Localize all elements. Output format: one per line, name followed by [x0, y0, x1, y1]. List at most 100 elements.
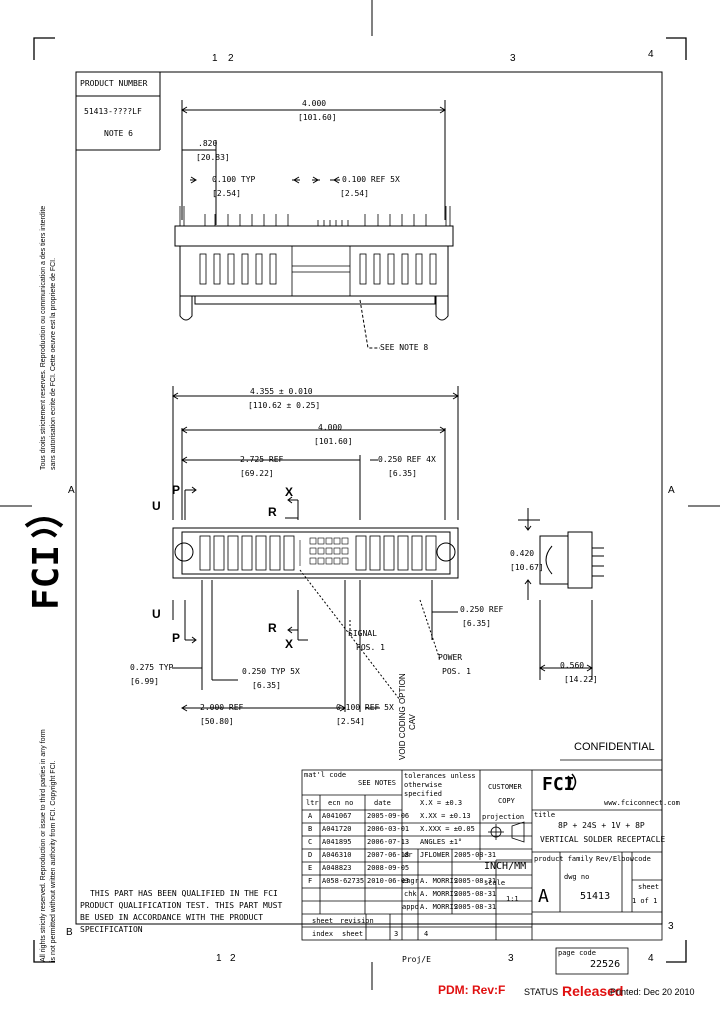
- page-code-label: page code: [558, 949, 596, 957]
- zone-side-left-b: B: [66, 927, 73, 938]
- mat-code-label: mat'l code: [304, 771, 347, 779]
- rev-col-ltr: ltr: [306, 799, 319, 807]
- rev-row-f-ecn: A058-62735: [322, 877, 365, 885]
- dim-ref-mm: [2.54]: [340, 189, 369, 198]
- dim-a: 4.355 ± 0.010: [250, 387, 313, 396]
- title-line-1: 8P + 24S + 1V + 8P: [558, 821, 645, 830]
- rev-row-d-ecn: A046310: [322, 851, 352, 859]
- customer-label: CUSTOMER: [488, 783, 522, 791]
- dim-f: 0.250 TYP 5X: [242, 667, 300, 676]
- section-label-r-bottom: R: [268, 621, 277, 635]
- void-cav-label: CAV: [408, 714, 417, 730]
- tol-row-2: X.XX = ±0.13: [420, 812, 471, 820]
- sheet-value: 1 of 1: [632, 897, 658, 905]
- dim-left-mm: [20.83]: [196, 153, 230, 162]
- dim-overall-mm: [101.60]: [298, 113, 337, 122]
- dim-ref: 0.100 REF 5X: [342, 175, 400, 184]
- dim-overall: 4.000: [302, 99, 327, 108]
- product-number-header: PRODUCT NUMBER: [80, 79, 148, 88]
- confidential-label: CONFIDENTIAL: [574, 741, 655, 753]
- dwg-no-value: 51413: [580, 891, 611, 902]
- bottom-sheet-label: sheet: [312, 917, 334, 925]
- rev-row-c-ltr: C: [308, 838, 313, 846]
- sign-chk-role: chk: [404, 890, 417, 898]
- dim-h-mm: [2.54]: [336, 717, 365, 726]
- copyright-en-2: is not permitted without written authori…: [50, 760, 57, 962]
- note-line-1: THIS PART HAS BEEN QUALIFIED IN THE FCI: [90, 889, 278, 898]
- zone-top-4: 4: [648, 49, 654, 60]
- zone-side-right: A: [668, 485, 675, 496]
- rev-col-date: date: [374, 799, 391, 807]
- section-label-x-top: X: [285, 485, 294, 499]
- dim-pitch: 0.100 TYP: [212, 175, 256, 184]
- zone-top-3: 3: [510, 53, 516, 64]
- product-number-value: 51413-????LF: [84, 107, 142, 116]
- note-line-3: BE USED IN ACCORDANCE WITH THE PRODUCT: [80, 913, 264, 922]
- rev-row-f-ltr: F: [308, 877, 313, 885]
- see-note: SEE NOTE 8: [380, 343, 429, 352]
- product-number-note: NOTE 6: [104, 129, 133, 138]
- power-label: POWER: [438, 653, 463, 662]
- rev-row-e-ecn: A048823: [322, 864, 352, 872]
- sign-engr-name: A. MORRIS: [420, 877, 458, 885]
- zone-bottom-4: 4: [648, 953, 654, 964]
- dim-e: 0.275 TYP: [130, 663, 174, 672]
- dim-g-mm: [50.80]: [200, 717, 234, 726]
- section-label-p-top: P: [172, 483, 181, 497]
- dim-f-mm: [6.35]: [252, 681, 281, 690]
- fci-logo-small: FCI: [542, 773, 577, 795]
- zone-bottom-1: 1: [216, 953, 222, 964]
- bottom-val-3: 3: [394, 930, 399, 938]
- zone-side-left: A: [68, 485, 75, 496]
- sign-appd-date: 2005-08-31: [454, 903, 497, 911]
- zone-bottom-3: 3: [508, 953, 514, 964]
- sign-appd-role: appd: [402, 903, 419, 911]
- power-pos: POS. 1: [442, 667, 471, 676]
- status-value: Released: [562, 983, 624, 999]
- dim-b: 4.000: [318, 423, 343, 432]
- svg-text:FCI: FCI: [542, 774, 575, 795]
- see-notes-label: SEE NOTES: [358, 779, 396, 787]
- proj-label: Proj/E: [402, 955, 431, 964]
- rev-row-b-date: 2006-03-01: [367, 825, 410, 833]
- page-code-value: 22526: [590, 959, 621, 970]
- sign-dr-role: dr: [404, 851, 413, 859]
- void-coding-label: VOID CODING OPTION: [398, 673, 407, 760]
- copyright-fr-2: sans autorisation ecrite de FCI. Cette o…: [50, 257, 57, 470]
- sign-appd-name: A. MORRIS: [420, 903, 458, 911]
- dim-h: 0.100 REF 5X: [336, 703, 394, 712]
- side-dim-h-mm: [10.67]: [510, 563, 544, 572]
- note-line-4: SPECIFICATION: [80, 925, 143, 934]
- scale-value: 1:1: [506, 895, 519, 903]
- dim-d-mm: [6.35]: [388, 469, 417, 478]
- dim-pitch-mm: [2.54]: [212, 189, 241, 198]
- copy-label: COPY: [498, 797, 515, 805]
- title-line-2: VERTICAL SOLDER RECEPTACLE: [540, 835, 666, 844]
- rev-row-d-date: 2007-06-18: [367, 851, 410, 859]
- pdm-revision: PDM: Rev:F: [438, 983, 506, 997]
- projection-label: projection: [482, 813, 525, 821]
- zone-side-right-3: 3: [668, 921, 674, 932]
- rev-row-d-ltr: D: [308, 851, 313, 859]
- dim-b-mm: [101.60]: [314, 437, 353, 446]
- tolerance-label: tolerances unless otherwise specified: [404, 772, 476, 798]
- svg-text:FCI: FCI: [26, 545, 67, 610]
- tol-row-3: X.XXX = ±0.05: [420, 825, 475, 833]
- size-value: A: [538, 886, 549, 907]
- rev-row-a-ltr: A: [308, 812, 313, 820]
- signal-pos: POS. 1: [356, 643, 385, 652]
- product-family-label: product family: [534, 855, 594, 863]
- section-label-u-bottom: U: [152, 607, 161, 621]
- rev-row-e-ltr: E: [308, 864, 313, 872]
- inch-mm-label: INCH/MM: [484, 861, 527, 872]
- rev-col-ecn: ecn no: [328, 799, 354, 807]
- tol-row-1: X.X = ±0.3: [420, 799, 463, 807]
- sign-dr-date: 2005-08-31: [454, 851, 497, 859]
- bottom-revision-label: revision: [340, 917, 374, 925]
- section-label-x-bottom: X: [285, 637, 294, 651]
- section-label-p-bottom: P: [172, 631, 181, 645]
- rev-row-a-ecn: A041067: [322, 812, 352, 820]
- sign-engr-date: 2005-08-31: [454, 877, 497, 885]
- dim-g: 2.000 REF: [200, 703, 244, 712]
- rev-row-e-date: 2008-09-05: [367, 864, 410, 872]
